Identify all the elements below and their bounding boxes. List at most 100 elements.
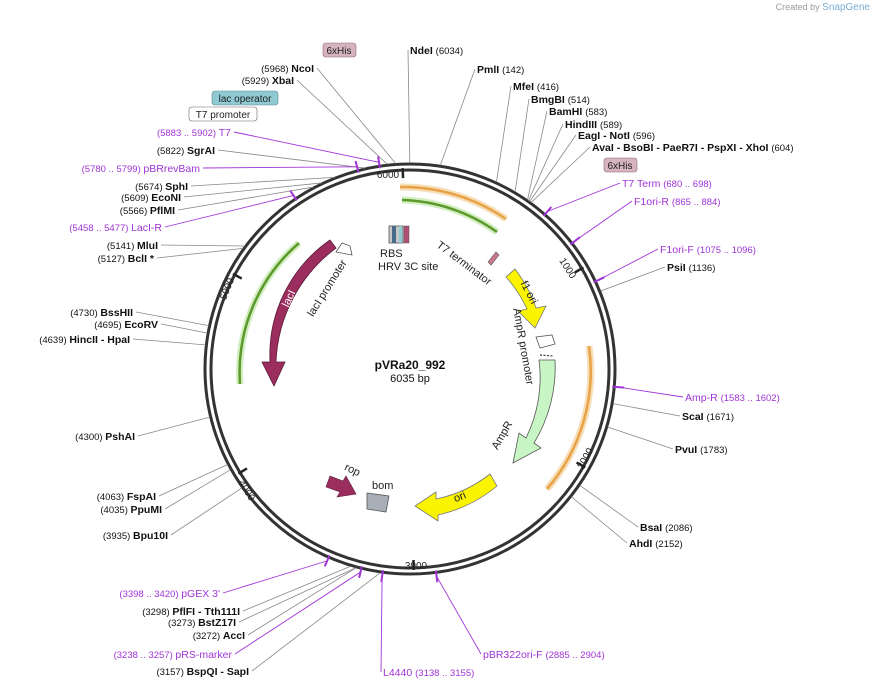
leader-lines: [132, 49, 681, 672]
site-sgrai: (5822) SgrAI: [157, 145, 215, 157]
site-ahdi: AhdI (2152): [629, 538, 683, 550]
boxed-feature-his-top-label: 6xHis: [326, 46, 351, 57]
site-name-bsshii: BssHII: [100, 307, 133, 319]
primer-label-prsmarker: (3238 .. 3257) pRS-marker: [114, 649, 233, 661]
scale-tick-1000: [574, 266, 585, 274]
site-position-bamhi: (583): [585, 107, 607, 118]
primer-name-t7term: T7 Term: [622, 178, 663, 190]
site-position-bpu10i: (3935): [103, 531, 133, 542]
primer-mark-pbrrevbam: [354, 160, 360, 173]
his-marker-b: [399, 226, 402, 243]
site-label-bmgbi: BmgBI (514): [531, 94, 590, 106]
site-label-eagi: EagI - NotI (596): [578, 130, 655, 142]
site-bsai: BsaI (2086): [640, 522, 693, 534]
primer-label-t7: (5883 .. 5902) T7: [157, 127, 231, 139]
site-leader-pflfi: [242, 565, 351, 612]
site-name-bpu10i: Bpu10I: [133, 530, 168, 542]
site-position-sphi: (5674): [135, 182, 165, 193]
site-name-hindiii: HindIII: [565, 119, 600, 131]
site-leader-scai: [612, 403, 681, 417]
site-label-pflmi: (5566) PflMI: [120, 205, 175, 217]
site-ndei: NdeI (6034): [410, 45, 463, 57]
site-leader-bsai: [579, 485, 639, 528]
plasmid-name: pVRa20_992: [375, 358, 446, 372]
site-label-bamhi: BamHI (583): [549, 106, 607, 118]
site-leader-hindiii: [528, 123, 564, 201]
site-name-fspai: FspAI: [127, 491, 156, 503]
primer-label-lacir: (5458 .. 5477) LacI-R: [69, 222, 162, 234]
site-bcli: (5127) BclI *: [98, 253, 155, 265]
site-leader-mlui: [160, 244, 245, 247]
primer-position-ampr: (1583 .. 1602): [721, 393, 780, 404]
site-bsshii: (4730) BssHII: [70, 307, 133, 319]
primer-name-ampr: Amp-R: [685, 392, 721, 404]
primer-leader-f1orif: [598, 248, 659, 281]
site-position-hindiii: (589): [600, 120, 622, 131]
site-label-fspai: (4063) FspAI: [97, 491, 156, 503]
primer-leader-t7term: [547, 182, 621, 212]
primer-pbr322orif: pBR322ori-F (2885 .. 2904): [434, 570, 605, 661]
ampr-promoter-dash: [539, 354, 554, 357]
site-position-mfei: (416): [537, 82, 559, 93]
site-leader-avai: [530, 146, 591, 203]
site-name-scai: ScaI: [682, 411, 707, 423]
site-label-pflfi: (3298) PflFI - Tth111I: [142, 606, 240, 618]
site-position-econi: (5609): [121, 193, 151, 204]
plasmid-size: 6035 bp: [390, 373, 430, 385]
credit-prefix: Created by: [775, 2, 820, 12]
site-leader-bspqi: [251, 572, 381, 672]
primer-pbrrevbam: (5780 .. 5799) pBRrevBam: [82, 160, 360, 175]
site-position-bcli: (5127): [98, 254, 128, 265]
site-leader-ncoi: [316, 67, 396, 164]
laci-promoter-arrow: [335, 242, 353, 256]
boxed-feature-lac-operator-label: lac operator: [219, 94, 272, 105]
site-leader-bamhi: [527, 110, 548, 200]
site-label-bsai: BsaI (2086): [640, 522, 693, 534]
scale-label-6000: 6000: [377, 170, 400, 181]
site-label-bspqi: (3157) BspQI - SapI: [156, 666, 249, 678]
site-label-sgrai: (5822) SgrAI: [157, 145, 215, 157]
site-leader-psii: [600, 266, 666, 292]
site-bpu10i: (3935) Bpu10I: [103, 530, 168, 542]
primer-leader-l4440: [380, 576, 383, 673]
site-position-xbai: (5929): [242, 76, 272, 87]
site-ncoi: (5968) NcoI: [261, 63, 314, 75]
boxed-feature-his-top: 6xHis: [322, 42, 357, 58]
site-avai: AvaI - BsoBI - PaeR7I - PspXI - XhoI (60…: [592, 142, 794, 154]
ori-label: ori: [452, 489, 468, 505]
site-label-ncoi: (5968) NcoI: [261, 63, 314, 75]
site-sphi: (5674) SphI: [135, 181, 188, 193]
site-bstz17i: (3273) BstZ17I: [168, 617, 236, 629]
site-acci: (3272) AccI: [193, 630, 245, 642]
t7-terminator-label: T7 terminator: [434, 239, 494, 288]
site-position-bspqi: (3157): [156, 667, 186, 678]
primer-leader-pbr322orif: [436, 576, 482, 655]
orf-arc-right-orange-core: [546, 345, 592, 490]
ampr-promoter-arrow: [535, 334, 556, 349]
site-pmli: PmlI (142): [477, 64, 524, 76]
scale-tick-5000: [232, 272, 243, 280]
site-label-mfei: MfeI (416): [513, 81, 559, 93]
site-leader-bcli: [156, 247, 244, 259]
site-position-bsshii: (4730): [70, 308, 100, 319]
site-psii: PsiI (1136): [667, 262, 715, 274]
site-label-bcli: (5127) BclI *: [98, 253, 155, 265]
site-pflmi: (5566) PflMI: [120, 205, 175, 217]
site-name-bsai: BsaI: [640, 522, 665, 534]
site-pflfi: (3298) PflFI - Tth111I: [142, 606, 240, 618]
hrv-site-label: HRV 3C site: [378, 261, 438, 273]
site-name-sphi: SphI: [165, 181, 188, 193]
primer-f1orif: F1ori-F (1075 .. 1096): [593, 244, 756, 284]
site-position-pshai: (4300): [75, 432, 105, 443]
hrv-marker: [403, 225, 410, 244]
primer-position-lacir: (5458 .. 5477): [69, 223, 131, 234]
site-leader-hincii: [132, 338, 206, 346]
primer-ampr: Amp-R (1583 .. 1602): [612, 385, 780, 404]
restriction-site-labels: NdeI (6034) PmlI (142) MfeI (416)BmgBI (51…: [39, 45, 793, 678]
site-name-psii: PsiI: [667, 262, 689, 274]
primer-label-f1orif: F1ori-F (1075 .. 1096): [660, 244, 756, 256]
scale-tick-2000: [575, 461, 586, 469]
primer-name-t7: T7: [219, 127, 231, 139]
primer-position-l4440: (3138 .. 3155): [415, 668, 474, 679]
site-name-econi: EcoNI: [151, 192, 181, 204]
